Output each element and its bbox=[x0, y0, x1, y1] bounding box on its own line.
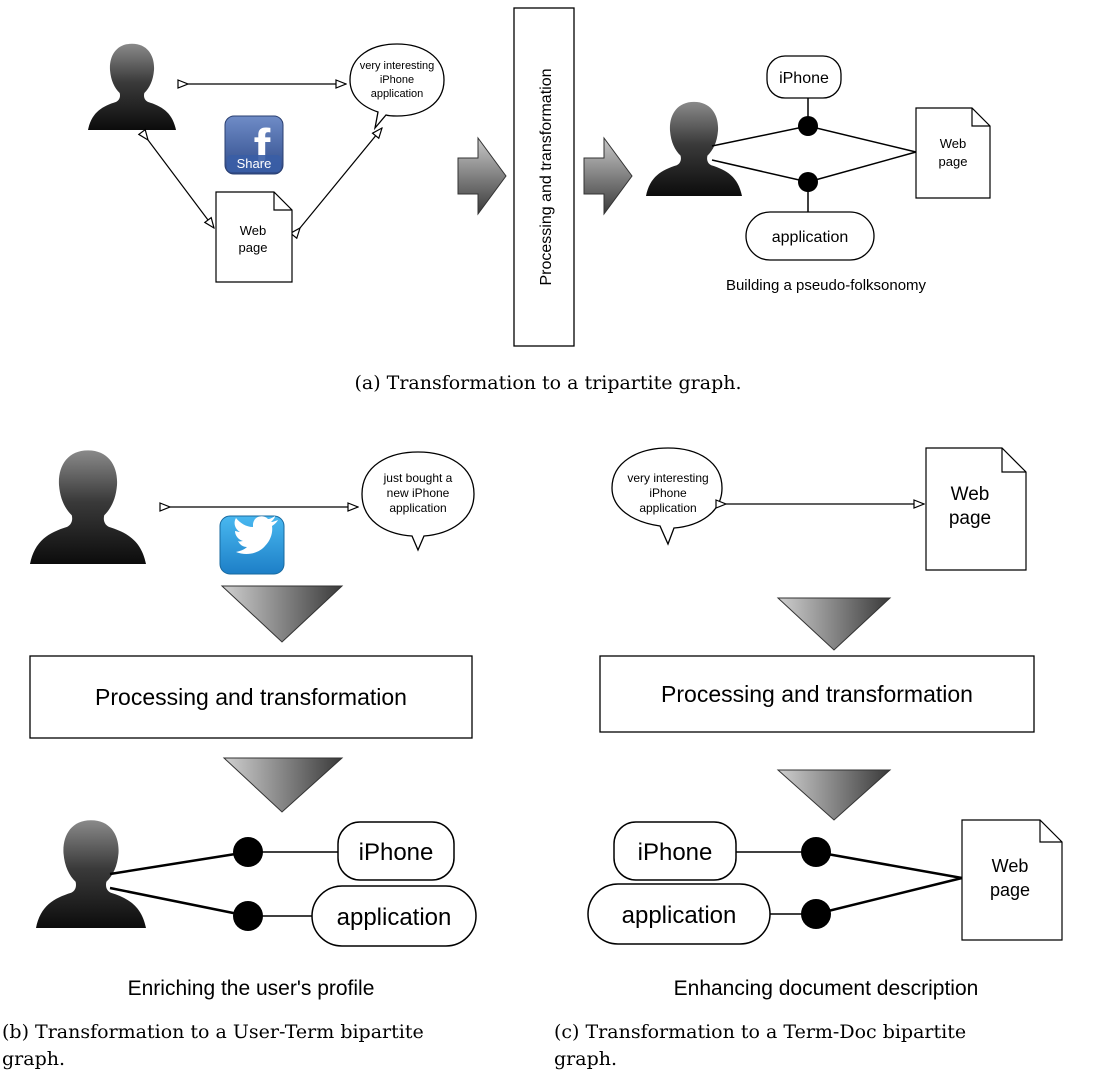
result-caption: Enriching the user's profile bbox=[128, 977, 375, 1000]
caption-b: (b) Transformation to a User-Term bipart… bbox=[2, 1021, 424, 1043]
graph-node bbox=[233, 901, 263, 931]
tag-application bbox=[311, 885, 477, 947]
tag-application bbox=[587, 883, 771, 945]
user-term-graph: iPhone application Enriching the user's … bbox=[36, 820, 477, 1000]
user-silhouette-icon bbox=[88, 43, 176, 130]
bubble-line: new iPhone bbox=[387, 486, 450, 500]
caption-c: (c) Transformation to a Term-Doc biparti… bbox=[554, 1021, 966, 1043]
bubble-line: very interesting bbox=[627, 471, 708, 485]
tag-label: application bbox=[622, 902, 737, 929]
doc-text: Web bbox=[940, 136, 967, 151]
bubble-line: iPhone bbox=[380, 74, 414, 86]
speech-bubble: very interesting iPhone application bbox=[611, 447, 723, 546]
process-label: Processing and transformation bbox=[661, 681, 973, 707]
graph-node bbox=[801, 837, 831, 867]
doc-text: Web bbox=[240, 223, 267, 238]
doc-text: page bbox=[239, 240, 268, 255]
process-box: Processing and transformation bbox=[599, 655, 1035, 733]
process-label: Processing and transformation bbox=[538, 69, 555, 286]
bubble-line: application bbox=[389, 501, 446, 515]
caption-a: (a) Transformation to a tripartite graph… bbox=[354, 372, 741, 394]
doc-text: page bbox=[949, 508, 991, 529]
flow-arrow-right bbox=[583, 136, 633, 216]
flow-arrow-down bbox=[222, 757, 344, 813]
doc-text: Web bbox=[992, 856, 1029, 876]
panel-b: just bought a new iPhone application Pro… bbox=[2, 450, 477, 1070]
doc-text: page bbox=[990, 880, 1030, 900]
tag-iphone bbox=[613, 821, 737, 881]
process-box: Processing and transformation bbox=[29, 655, 473, 739]
tag-label: iPhone bbox=[638, 839, 713, 866]
web-page-doc: Web page bbox=[925, 447, 1027, 571]
tag-iphone bbox=[337, 821, 455, 881]
tag-label: application bbox=[772, 229, 849, 246]
tag-label: iPhone bbox=[779, 70, 829, 87]
facebook-share-icon: f Share bbox=[224, 115, 284, 175]
speech-bubble: very interesting iPhone application bbox=[349, 43, 445, 131]
doc-text: page bbox=[939, 154, 968, 169]
flow-arrow-down bbox=[776, 769, 892, 821]
user-silhouette-icon bbox=[36, 820, 146, 928]
graph-node bbox=[233, 837, 263, 867]
doc-text: Web bbox=[951, 484, 990, 505]
bubble-line: just bought a bbox=[383, 471, 453, 485]
web-page-doc bbox=[961, 819, 1063, 941]
caption-b: graph. bbox=[2, 1048, 65, 1070]
flow-arrow-down bbox=[776, 597, 892, 651]
tag-label: application bbox=[337, 904, 452, 931]
bubble-line: application bbox=[371, 88, 424, 100]
result-caption: Enhancing document description bbox=[674, 977, 979, 1000]
graph-node bbox=[798, 116, 818, 136]
flow-arrow-right bbox=[457, 136, 507, 216]
panel-c: very interesting iPhone application Web … bbox=[554, 447, 1063, 1070]
process-label: Processing and transformation bbox=[95, 684, 407, 710]
bubble-line: iPhone bbox=[649, 486, 687, 500]
graph-node bbox=[798, 172, 818, 192]
tag-iphone bbox=[766, 55, 842, 99]
flow-arrow-down bbox=[220, 585, 344, 643]
term-doc-graph: iPhone application Web page Enhancing do… bbox=[587, 819, 1063, 1000]
tripartite-graph: iPhone application Web page Building a p… bbox=[646, 55, 991, 294]
caption-c: graph. bbox=[554, 1048, 617, 1070]
tag-label: iPhone bbox=[359, 839, 434, 866]
share-label: Share bbox=[237, 156, 272, 171]
bubble-line: application bbox=[639, 501, 696, 515]
tag-application bbox=[745, 211, 875, 261]
doc-bubble-arrow bbox=[300, 128, 382, 228]
panel-a: very interesting iPhone application f Sh… bbox=[88, 7, 991, 394]
bubble-line: very interesting bbox=[360, 60, 435, 72]
user-silhouette-icon bbox=[646, 101, 742, 196]
web-page-doc: Web page bbox=[215, 191, 293, 283]
user-doc-arrow bbox=[148, 140, 214, 228]
process-box-vertical: Processing and transformation bbox=[513, 7, 575, 347]
result-caption: Building a pseudo-folksonomy bbox=[726, 277, 927, 294]
twitter-bird-icon bbox=[219, 515, 285, 575]
speech-bubble: just bought a new iPhone application bbox=[361, 451, 475, 552]
web-page-doc bbox=[915, 107, 991, 199]
user-silhouette-icon bbox=[30, 450, 146, 564]
graph-node bbox=[801, 899, 831, 929]
